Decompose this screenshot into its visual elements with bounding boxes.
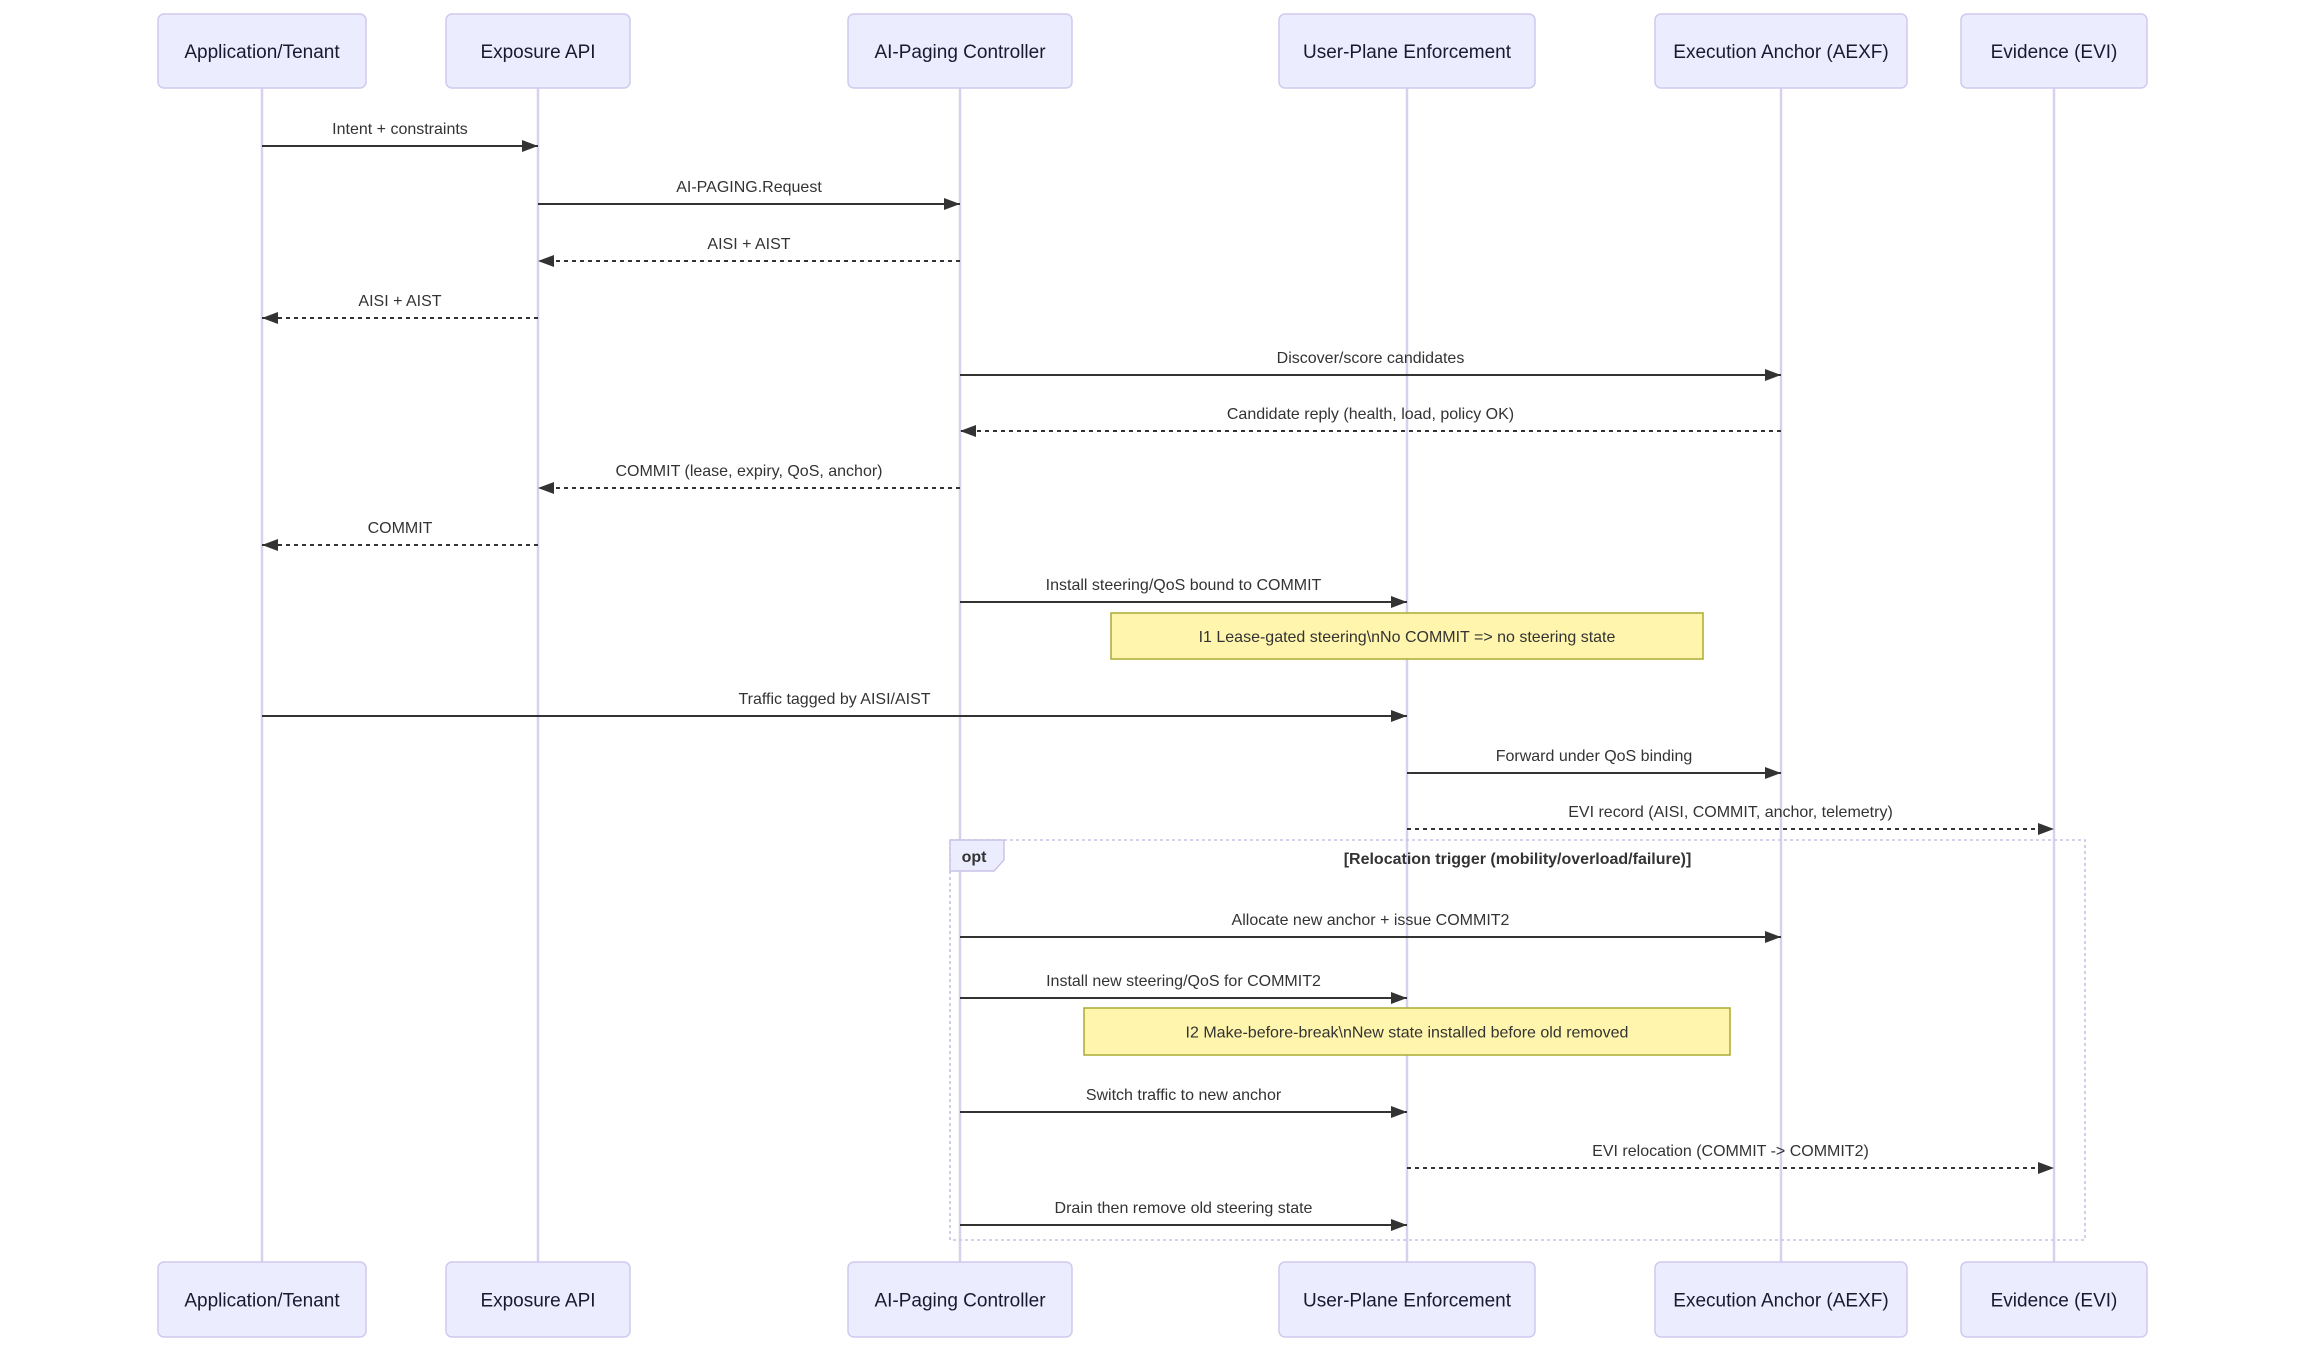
participant-evi-top-box [1960,13,2148,89]
participant-upe-bottom-label: User-Plane Enforcement [1303,1291,1512,1312]
message-label-0: Intent + constraints [332,121,468,138]
message-label-3: AISI + AIST [358,293,441,310]
message-label-9: Traffic tagged by AISI/AIST [738,691,930,708]
participant-evi-bottom-label: Evidence (EVI) [1991,1291,2118,1312]
message-label-7: COMMIT [368,520,433,537]
participant-app-top-box [157,13,367,89]
participant-aexf-bottom-label: Execution Anchor (AEXF) [1673,1291,1888,1312]
note-i1 [1110,612,1704,660]
note-i2 [1083,1007,1731,1056]
participant-exposure-top-label: Exposure API [480,42,595,63]
participant-aexf-top-box [1654,13,1908,89]
message-label-16: Drain then remove old steering state [1055,1200,1313,1217]
participant-app-top-label: Application/Tenant [184,42,340,63]
participant-controller-bottom-box [847,1261,1073,1338]
participant-app-bottom-label: Application/Tenant [184,1291,340,1312]
participant-app-bottom-box [157,1261,367,1338]
message-label-1: AI-PAGING.Request [676,179,822,196]
participant-evi-top-label: Evidence (EVI) [1991,42,2118,63]
message-label-11: EVI record (AISI, COMMIT, anchor, teleme… [1568,804,1893,821]
opt-condition: [Relocation trigger (mobility/overload/f… [1344,851,1692,868]
message-label-10: Forward under QoS binding [1496,748,1693,765]
message-label-4: Discover/score candidates [1277,350,1465,367]
participant-aexf-bottom-box [1654,1261,1908,1338]
opt-label: opt [962,849,988,866]
participant-evi-bottom-box [1960,1261,2148,1338]
participant-upe-bottom-box [1278,1261,1536,1338]
message-label-14: Switch traffic to new anchor [1086,1087,1282,1104]
opt-block-border [949,839,2086,1241]
message-label-8: Install steering/QoS bound to COMMIT [1046,577,1322,594]
participant-aexf-top-label: Execution Anchor (AEXF) [1673,42,1888,63]
participant-exposure-top-box [445,13,631,89]
message-label-5: Candidate reply (health, load, policy OK… [1227,406,1514,423]
participant-upe-top-label: User-Plane Enforcement [1303,42,1512,63]
participant-controller-top-label: AI-Paging Controller [874,42,1046,63]
opt-label-tab [949,839,1005,872]
participant-controller-top-box [847,13,1073,89]
message-label-13: Install new steering/QoS for COMMIT2 [1046,973,1321,990]
participant-controller-bottom-label: AI-Paging Controller [874,1291,1046,1312]
note-i2-label: I2 Make-before-break\nNew state installe… [1186,1025,1629,1042]
message-label-6: COMMIT (lease, expiry, QoS, anchor) [615,463,882,480]
participant-upe-top-box [1278,13,1536,89]
message-label-2: AISI + AIST [707,236,790,253]
participant-exposure-bottom-box [445,1261,631,1338]
message-label-12: Allocate new anchor + issue COMMIT2 [1232,912,1510,929]
note-i1-label: I1 Lease-gated steering\nNo COMMIT => no… [1199,629,1616,646]
message-label-15: EVI relocation (COMMIT -> COMMIT2) [1592,1143,1869,1160]
participant-exposure-bottom-label: Exposure API [480,1291,595,1312]
